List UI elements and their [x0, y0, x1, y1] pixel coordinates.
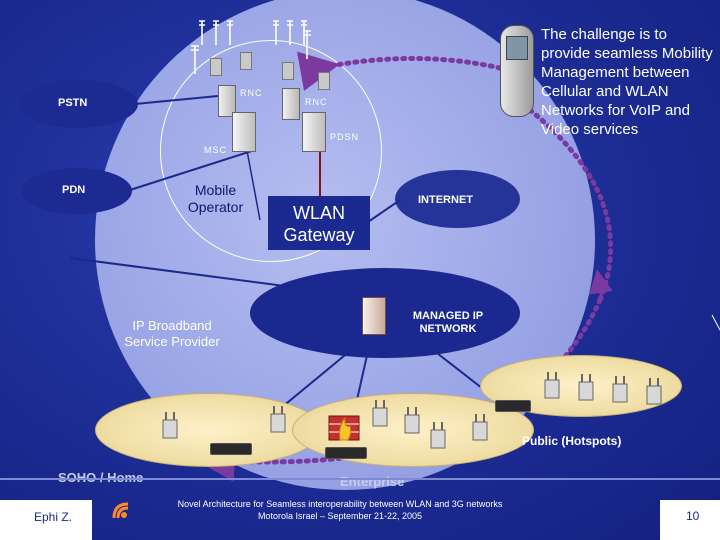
wlan-gateway-box: WLAN Gateway [268, 196, 370, 250]
rnc-right-label: RNC [305, 97, 328, 107]
pstn-cloud [18, 80, 138, 128]
rnc-left-label: RNC [240, 88, 263, 98]
router-icon [495, 400, 531, 412]
cell-tower-icon [191, 45, 199, 74]
access-point-icon [472, 414, 488, 441]
access-point-icon [162, 412, 178, 439]
wlan-gateway-label: WLAN Gateway [283, 203, 355, 245]
msc-label: MSC [204, 145, 227, 155]
base-station-icon [318, 72, 330, 90]
mobile-operator-circle [160, 40, 382, 262]
challenge-text: The challenge is to provide seamless Mob… [541, 26, 713, 138]
rnc-right-server-icon [282, 88, 300, 120]
rnc-left-server-icon [218, 85, 236, 117]
base-station-icon [282, 62, 294, 80]
managed-ip-server-icon [362, 297, 386, 335]
pdn-label: PDN [62, 184, 86, 196]
managed-ip-label: MANAGED IP NETWORK [412, 310, 484, 335]
pdsn-server-icon [302, 112, 326, 152]
soho-home-label: SOHO / Home [58, 470, 143, 485]
access-point-icon [578, 374, 594, 401]
pdsn-label: PDSN [330, 132, 360, 142]
pstn-label: PSTN [58, 97, 88, 109]
firewall-icon [328, 415, 360, 441]
router-icon [325, 447, 367, 459]
cell-tower-icon [273, 20, 307, 45]
phone-icon [500, 25, 534, 117]
internet-cloud [395, 170, 520, 228]
page-number-box [660, 500, 720, 540]
footer-line1: Novel Architecture for Seamless interope… [177, 499, 503, 509]
cell-tower-icon [199, 20, 233, 45]
base-station-icon [240, 52, 252, 70]
access-point-icon [646, 378, 662, 405]
footer-line2: Motorola Israel – September 21-22, 2005 [257, 511, 423, 521]
internet-label: INTERNET [418, 194, 473, 206]
pdn-cloud [22, 168, 132, 214]
author-label: Ephi Z. [34, 510, 73, 524]
ip-broadband-label: IP Broadband Service Provider [124, 318, 220, 349]
router-icon [210, 443, 252, 455]
access-point-icon [270, 406, 286, 433]
enterprise-label: Enterprise [340, 474, 405, 489]
base-station-icon [210, 58, 222, 76]
logo-icon [112, 502, 129, 519]
msc-server-icon [232, 112, 256, 152]
access-point-icon [544, 372, 560, 399]
access-point-icon [372, 400, 388, 427]
cell-tower-icon [303, 30, 311, 59]
author-box [0, 500, 92, 540]
page-number: 10 [686, 509, 700, 523]
access-point-icon [430, 422, 446, 449]
public-hotspots-label: Public (Hotspots) [522, 434, 622, 448]
access-point-icon [404, 407, 420, 434]
mobile-operator-label: Mobile Operator [187, 182, 244, 215]
access-point-icon [612, 376, 628, 403]
footer-divider [0, 478, 720, 480]
